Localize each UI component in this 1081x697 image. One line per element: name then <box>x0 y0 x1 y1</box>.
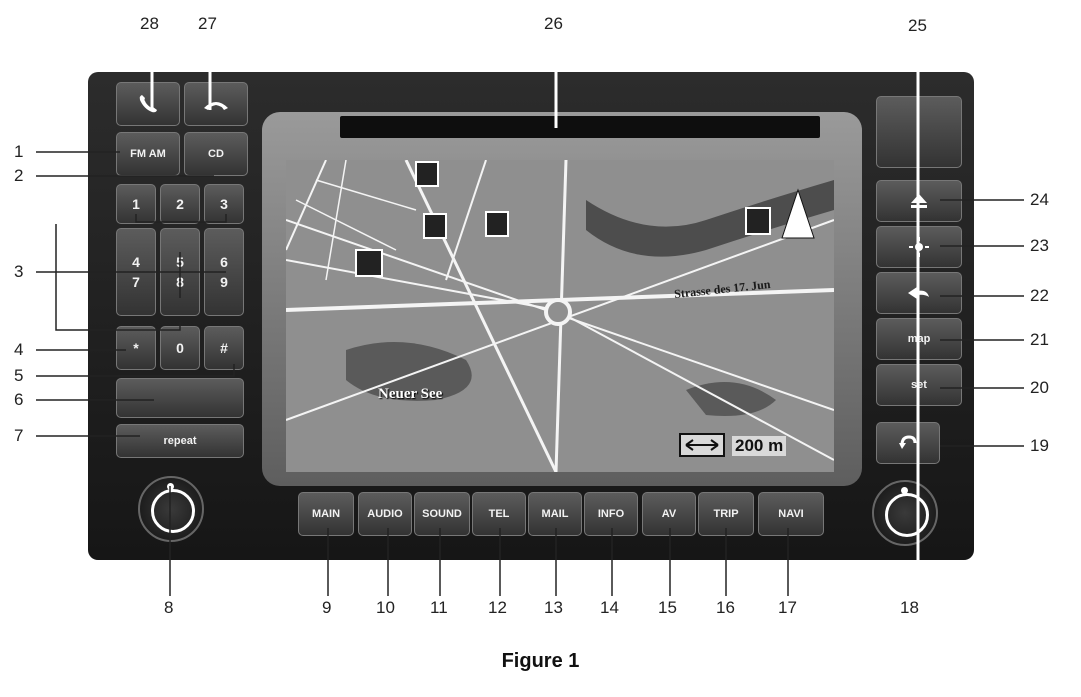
callout-16: 16 <box>716 598 735 617</box>
eject-icon <box>911 194 927 208</box>
north-arrow <box>781 188 815 239</box>
key-6-9[interactable]: 6 9 <box>204 228 244 316</box>
brightness-icon <box>909 237 929 257</box>
phone-hangup-button[interactable] <box>184 82 248 126</box>
phone-pickup-button[interactable] <box>116 82 180 126</box>
key-7-label: 7 <box>132 274 140 290</box>
knob-tick <box>901 487 908 494</box>
key-4-label: 4 <box>132 254 140 270</box>
callout-11: 11 <box>430 598 448 617</box>
roundabout <box>544 298 572 326</box>
phone-pickup-icon <box>139 95 157 113</box>
key-9-label: 9 <box>220 274 228 290</box>
key-star[interactable]: * <box>116 326 156 370</box>
audio-button[interactable]: AUDIO <box>358 492 412 536</box>
callout-4: 4 <box>14 340 24 359</box>
callout-23: 23 <box>1030 236 1049 255</box>
trip-button[interactable]: TRIP <box>698 492 754 536</box>
tel-button[interactable]: TEL <box>472 492 526 536</box>
callout-9: 9 <box>322 598 332 617</box>
back-button[interactable] <box>876 272 962 314</box>
poi-restaurant-2 <box>485 211 509 237</box>
fm-am-button[interactable]: FM AM <box>116 132 180 176</box>
key-2[interactable]: 2 <box>160 184 200 224</box>
cd-button[interactable]: CD <box>184 132 248 176</box>
right-rotary-knob[interactable] <box>872 480 938 546</box>
repeat-button[interactable]: repeat <box>116 424 244 458</box>
callout-1: 1 <box>14 142 24 161</box>
key-0[interactable]: 0 <box>160 326 200 370</box>
map-scale: 200 m <box>732 436 787 456</box>
lake-label: Neuer See <box>378 386 443 402</box>
callout-26: 26 <box>544 14 563 33</box>
left-rotary-knob[interactable] <box>138 476 204 542</box>
callout-24: 24 <box>1030 190 1049 209</box>
callout-27: 27 <box>198 14 217 33</box>
callout-22: 22 <box>1030 286 1049 305</box>
brightness-button[interactable] <box>876 226 962 268</box>
poi-monument <box>745 207 771 235</box>
map-button[interactable]: map <box>876 318 962 360</box>
callout-2: 2 <box>14 166 24 185</box>
callout-28: 28 <box>140 14 159 33</box>
key-6-label: 6 <box>220 254 228 270</box>
key-5-label: 5 <box>176 254 184 270</box>
callout-7: 7 <box>14 426 24 445</box>
callout-10: 10 <box>376 598 395 617</box>
mail-button[interactable]: MAIL <box>528 492 582 536</box>
callout-8: 8 <box>164 598 174 617</box>
poi-building <box>355 249 383 277</box>
callout-21: 21 <box>1030 330 1049 349</box>
key-8-label: 8 <box>176 274 184 290</box>
callout-6: 6 <box>14 390 24 409</box>
set-button[interactable]: set <box>876 364 962 406</box>
sound-button[interactable]: SOUND <box>414 492 470 536</box>
navigation-screen[interactable]: Neuer See Strasse des 17. Jun 200 m <box>286 160 834 472</box>
callout-3: 3 <box>14 262 24 281</box>
poi-fuel <box>415 161 439 187</box>
callout-14: 14 <box>600 598 619 617</box>
callout-5: 5 <box>14 366 24 385</box>
main-button[interactable]: MAIN <box>298 492 354 536</box>
right-top-button[interactable] <box>876 96 962 168</box>
lake-2 <box>686 382 776 416</box>
phone-hangup-icon <box>204 102 228 110</box>
callout-13: 13 <box>544 598 563 617</box>
key-hash[interactable]: # <box>204 326 244 370</box>
map-graphic <box>286 160 834 472</box>
callout-17: 17 <box>778 598 797 617</box>
knob-ring <box>151 489 195 533</box>
knob-tick <box>167 483 174 490</box>
key-5-8[interactable]: 5 8 <box>160 228 200 316</box>
figure-caption: Figure 1 <box>501 650 580 672</box>
key-4-7[interactable]: 4 7 <box>116 228 156 316</box>
callout-12: 12 <box>488 598 507 617</box>
callout-19: 19 <box>1030 436 1049 455</box>
scale-arrow <box>685 439 719 451</box>
navi-button[interactable]: NAVI <box>758 492 824 536</box>
cd-slot[interactable] <box>340 116 820 138</box>
eject-button[interactable] <box>876 180 962 222</box>
knob-ring <box>885 493 929 537</box>
callout-20: 20 <box>1030 378 1049 397</box>
av-button[interactable]: AV <box>642 492 696 536</box>
key-3[interactable]: 3 <box>204 184 244 224</box>
callout-15: 15 <box>658 598 677 617</box>
undo-button[interactable] <box>876 422 940 464</box>
back-arrow-icon <box>908 287 929 299</box>
callout-18: 18 <box>900 598 919 617</box>
callout-25: 25 <box>908 16 927 35</box>
river <box>586 180 834 257</box>
key-1[interactable]: 1 <box>116 184 156 224</box>
blank-button[interactable] <box>116 378 244 418</box>
poi-restaurant-1 <box>423 213 447 239</box>
undo-arrow-icon <box>899 435 917 449</box>
info-button[interactable]: INFO <box>584 492 638 536</box>
